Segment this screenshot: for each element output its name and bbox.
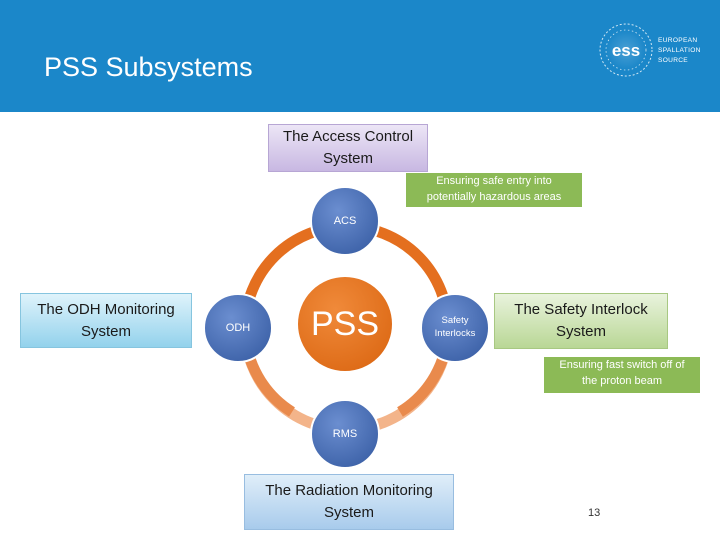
box-text-line: System	[323, 504, 374, 521]
rms-node-label: RMS	[332, 428, 358, 440]
safety-label-line: Interlocks	[434, 328, 476, 339]
rms-node	[310, 399, 380, 469]
box-text-line: The Access Control	[282, 128, 414, 145]
slide-title: PSS Subsystems	[44, 52, 253, 82]
logo-line: SOURCE	[658, 57, 689, 64]
acs-node-label: ACS	[333, 215, 357, 227]
note-line: potentially hazardous areas	[426, 191, 562, 203]
pss-center-node	[296, 275, 394, 373]
safety-interlock-box: The Safety Interlock System	[494, 293, 668, 349]
access-control-box: The Access Control System	[268, 124, 428, 172]
safety-interlock-note: Ensuring fast switch off of the proton b…	[544, 357, 700, 393]
note-line: Ensuring fast switch off of	[559, 359, 685, 371]
safety-interlocks-node	[420, 293, 490, 363]
odh-node	[203, 293, 273, 363]
box-text-line: The ODH Monitoring	[37, 300, 175, 318]
box-text-line: The Radiation Monitoring	[265, 482, 433, 499]
pss-center-label: PSS	[310, 305, 380, 343]
ess-logo: ess EUROPEAN SPALLATION SOURCE	[596, 22, 716, 78]
header-bar: PSS Subsystems ess EUROPEAN SPALLATION S…	[0, 0, 720, 112]
logo-wordmark: EUROPEAN SPALLATION SOURCE	[658, 36, 718, 66]
note-line: the proton beam	[581, 375, 663, 387]
box-text-line: The Safety Interlock	[514, 301, 648, 318]
logo-line: SPALLATION	[658, 47, 701, 54]
note-line: Ensuring safe entry into	[436, 175, 552, 187]
safety-interlocks-node-label: Safety Interlocks	[421, 314, 489, 340]
ess-logo-icon: ess	[599, 23, 653, 77]
acs-note: Ensuring safe entry into potentially haz…	[406, 173, 582, 207]
odh-node-label: ODH	[225, 322, 251, 334]
page-number: 13	[588, 507, 601, 519]
acs-node	[310, 186, 380, 256]
box-text-line: System	[555, 323, 606, 340]
box-text-line: System	[80, 322, 131, 340]
logo-line: EUROPEAN	[658, 37, 698, 44]
safety-label-line: Safety	[441, 315, 469, 326]
logo-mark: ess	[612, 41, 640, 60]
odh-monitoring-box: The ODH Monitoring System	[20, 293, 192, 348]
box-text-line: System	[322, 150, 373, 167]
radiation-monitoring-box: The Radiation Monitoring System	[244, 474, 454, 530]
